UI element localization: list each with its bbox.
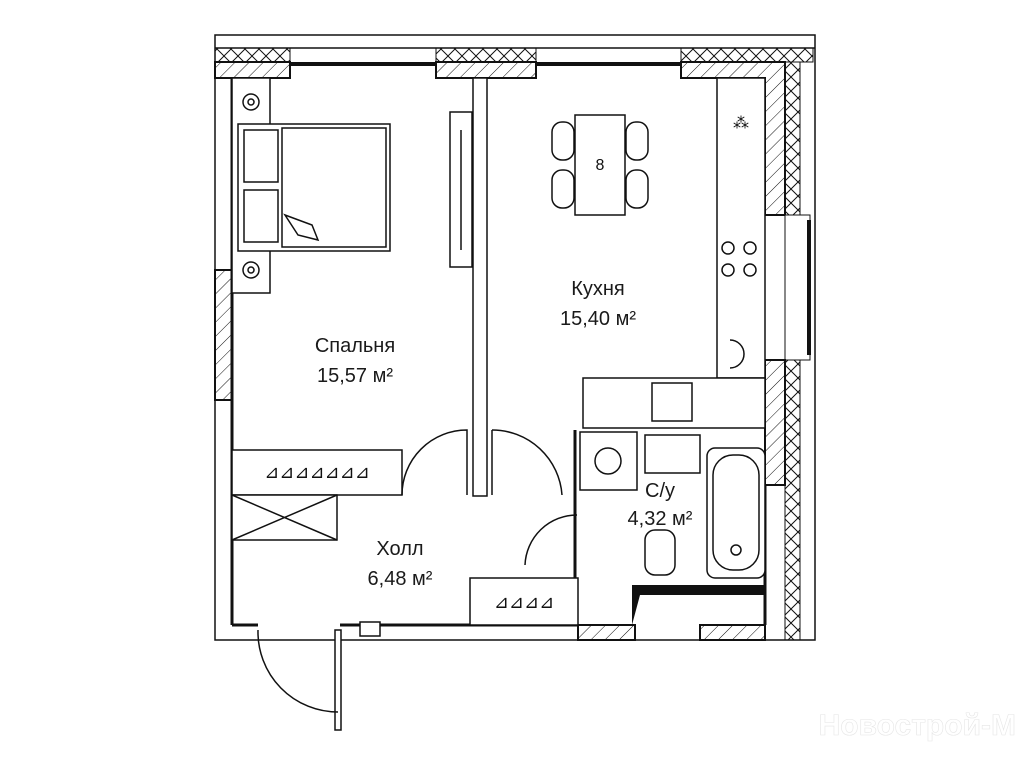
entrance-door[interactable] — [257, 629, 342, 731]
room-name: Кухня — [571, 278, 625, 300]
room-area: 4,32 м² — [628, 508, 693, 530]
room-label-kitchen: Кухня 15,40 м² — [560, 278, 636, 330]
room-area: 6,48 м² — [368, 568, 433, 590]
partition-wall — [472, 77, 488, 497]
room-label-bathroom: С/у 4,32 м² — [628, 480, 693, 530]
right-wall — [763, 61, 811, 641]
room-area: 15,57 м² — [317, 365, 393, 387]
room-name: Спальня — [315, 335, 395, 357]
svg-text:⁂: ⁂ — [733, 115, 749, 132]
kitchen-door[interactable] — [491, 429, 563, 496]
svg-text:⊿⊿⊿⊿: ⊿⊿⊿⊿ — [494, 592, 554, 612]
left-wall — [214, 78, 234, 625]
svg-text:⊿⊿⊿⊿⊿⊿⊿: ⊿⊿⊿⊿⊿⊿⊿ — [264, 462, 370, 482]
shoe-cabinet: ⊿⊿⊿⊿ — [469, 577, 579, 626]
room-name: Холл — [376, 538, 423, 560]
top-wall — [214, 47, 814, 216]
top-windows — [290, 62, 681, 66]
dining-table: 8 — [551, 114, 649, 216]
room-label-bedroom: Спальня 15,57 м² — [315, 335, 395, 387]
wardrobe-hall: ⊿⊿⊿⊿⊿⊿⊿ — [231, 449, 403, 541]
room-area: 15,40 м² — [560, 308, 636, 330]
watermark: Новострой-М — [819, 709, 1016, 742]
right-window — [807, 220, 811, 355]
bathroom-fixtures — [579, 431, 766, 625]
svg-text:8: 8 — [596, 157, 605, 174]
bedroom-door[interactable] — [401, 429, 468, 496]
room-name: С/у — [645, 480, 675, 502]
bed — [231, 77, 391, 294]
room-label-hall: Холл 6,48 м² — [368, 538, 433, 590]
wardrobe-bedroom — [449, 111, 473, 268]
kitchen-counter: ⁂ — [582, 77, 766, 429]
bathroom-door[interactable] — [524, 430, 578, 578]
